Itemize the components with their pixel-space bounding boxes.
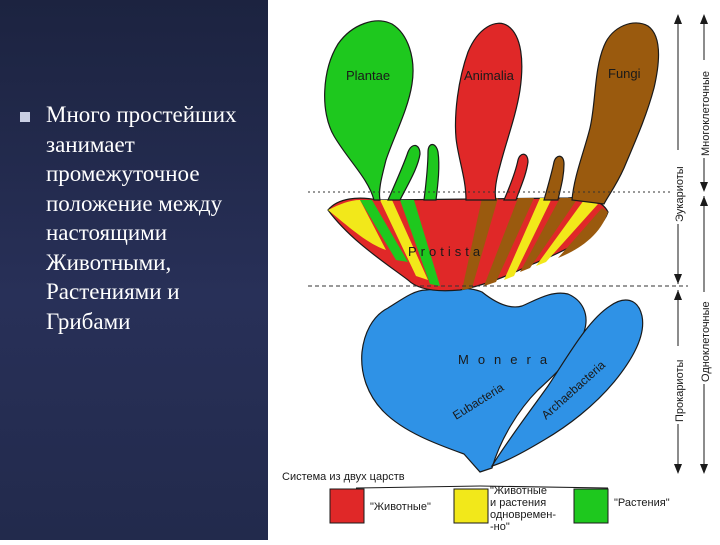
legend-swatch-plants <box>573 488 609 524</box>
multicellular-arrow-bottom-head <box>700 182 708 192</box>
monera-blob <box>361 287 587 473</box>
legend-swatch-animals <box>329 488 365 524</box>
legend-title: Система из двух царств <box>282 471 405 483</box>
plantae-blob <box>324 20 414 201</box>
archaebacteria-lobe <box>490 299 644 468</box>
plantae-sprout-2 <box>423 143 440 201</box>
prokaryote-arrow-bottom-head <box>674 464 682 474</box>
label-multicellular: Многоклеточные <box>700 71 712 156</box>
label-eukaryotes: Эукариоты <box>674 166 686 222</box>
legend-swatch-both <box>453 488 489 524</box>
legend-label-plants: "Растения" <box>614 497 670 509</box>
unicellular-arrow-top-head <box>700 196 708 206</box>
slide-left-panel: Много простейших занимает промежуточное … <box>0 0 268 540</box>
label-fungi: Fungi <box>608 66 641 81</box>
eukaryote-arrow-top-head <box>674 14 682 24</box>
label-plantae: Plantae <box>346 68 390 83</box>
eukaryote-arrow-bottom-head <box>674 274 682 284</box>
animalia-sprout <box>503 153 529 201</box>
legend-label-both-4: -но" <box>490 521 510 533</box>
animalia-blob <box>454 22 523 201</box>
plantae-sprout-1 <box>387 144 421 201</box>
protista-stripe-yellow-3 <box>504 198 552 280</box>
protista-stripe-green-2 <box>400 200 440 286</box>
protista-stripe-yellow-2 <box>380 200 428 280</box>
bullet-text: Много простейших занимает промежуточное … <box>46 102 237 334</box>
legend-label-both-3: одновремен- <box>490 509 556 521</box>
label-animalia: Animalia <box>464 68 515 83</box>
protista-stripe-brown-2 <box>484 198 534 286</box>
legend-connector-left <box>355 485 481 489</box>
legend-label-animals: "Животные" <box>370 501 431 513</box>
legend-label-both-1: "Животные <box>490 485 547 497</box>
protista-stripe-brown-1 <box>462 198 498 290</box>
protista-stripe-yellow-1 <box>328 200 386 250</box>
legend-connector-right <box>479 485 609 489</box>
protista-stripe-green-1 <box>360 200 408 262</box>
legend-label-both-2: и растения <box>490 497 546 509</box>
label-unicellular: Одноклеточные <box>700 301 712 382</box>
kingdoms-diagram-svg: Plantae Animalia Fungi Protista Monera E… <box>268 0 720 540</box>
unicellular-arrow-bottom-head <box>700 464 708 474</box>
protista-stripe-yellow-4 <box>536 200 598 266</box>
bullet-marker <box>20 112 30 122</box>
protista-stripe-brown-4 <box>558 208 608 258</box>
fungi-sprout <box>543 155 565 201</box>
kingdoms-diagram: Plantae Animalia Fungi Protista Monera E… <box>268 0 720 540</box>
prokaryote-arrow-top-head <box>674 290 682 300</box>
protista-stripe-brown-3 <box>520 198 578 272</box>
label-prokaryotes: Прокариоты <box>674 360 686 422</box>
label-monera: Monera <box>458 352 556 367</box>
multicellular-arrow-top-head <box>700 14 708 24</box>
label-protista: Protista <box>408 244 484 259</box>
fungi-blob <box>571 22 660 205</box>
